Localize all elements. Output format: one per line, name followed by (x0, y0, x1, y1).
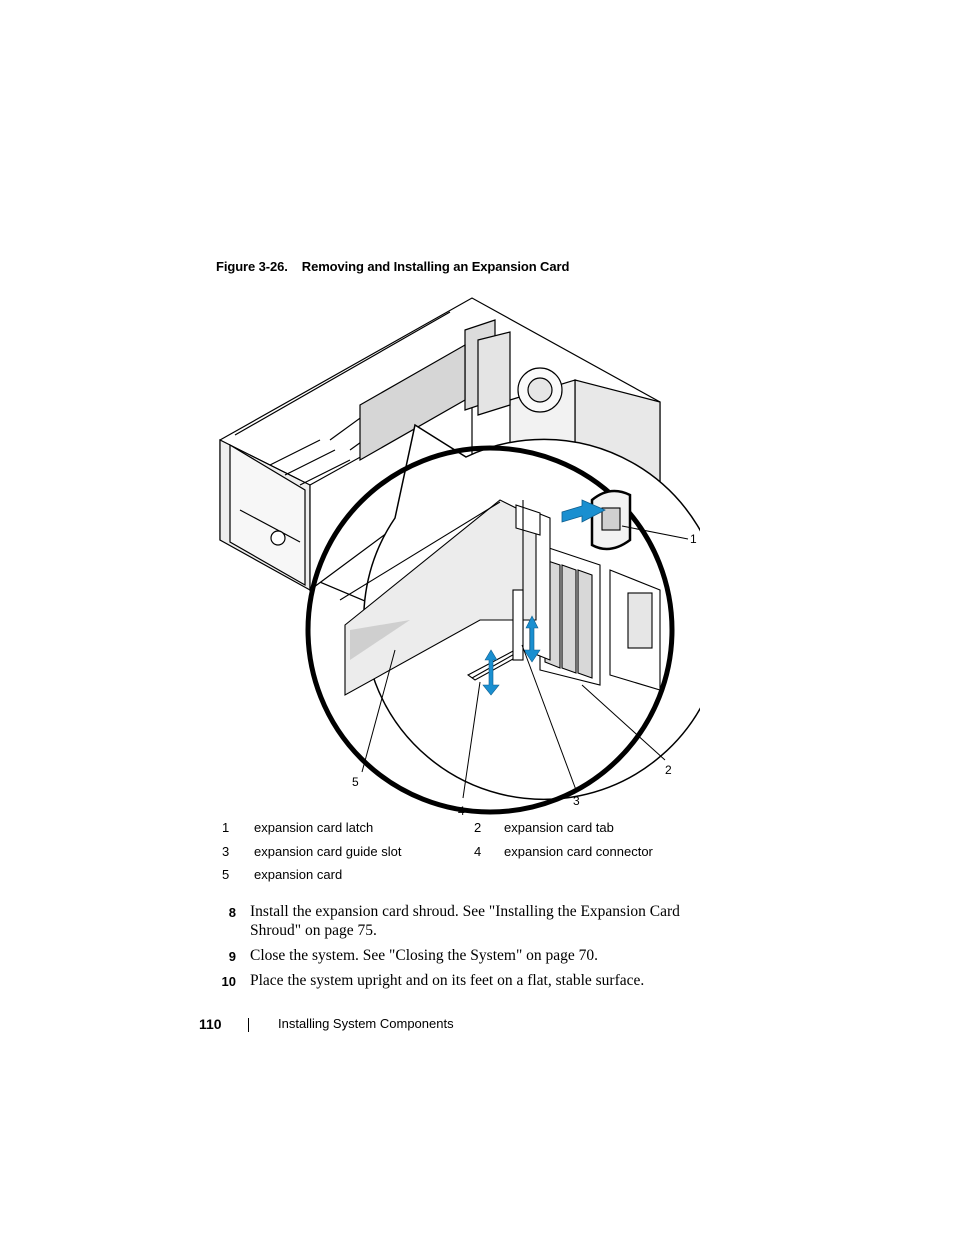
step-number: 9 (228, 949, 236, 964)
procedure-steps: 8 Install the expansion card shroud. See… (218, 902, 698, 996)
legend-label: expansion card (254, 867, 343, 882)
legend-number: 5 (222, 867, 230, 882)
step-text: Place the system upright and on its feet… (250, 972, 645, 989)
legend-number: 3 (222, 844, 230, 859)
callout-4: 4 (458, 804, 465, 818)
callout-5: 5 (352, 775, 359, 789)
legend-number: 2 (474, 820, 482, 835)
legend-label: expansion card latch (254, 820, 374, 835)
step-text: Close the system. See "Closing the Syste… (250, 947, 599, 964)
callout-3: 3 (573, 794, 580, 808)
motion-arrows (482, 499, 606, 696)
legend-label: expansion card tab (504, 820, 614, 835)
step-item: 8 Install the expansion card shroud. See… (218, 902, 698, 940)
figure-title: Removing and Installing an Expansion Car… (301, 259, 570, 274)
footer-divider (248, 1018, 249, 1032)
magnified-components (339, 489, 661, 696)
section-title: Installing System Components (278, 1016, 454, 1031)
step-number: 8 (228, 905, 236, 920)
legend-label: expansion card guide slot (254, 844, 402, 859)
expansion-card-illustration: 1 2 3 4 5 (219, 297, 700, 818)
step-item: 9 Close the system. See "Closing the Sys… (218, 946, 698, 965)
step-number: 10 (221, 974, 236, 989)
callout-leaders (361, 525, 689, 799)
step-text: Install the expansion card shroud. See "… (250, 903, 680, 939)
legend-number: 1 (222, 820, 230, 835)
figure-caption: Figure 3-26. Removing and Installing an E… (216, 259, 569, 274)
legend-number: 4 (474, 844, 482, 859)
page-number: 110 (199, 1016, 222, 1032)
callout-labels: 1 2 3 4 5 (352, 532, 697, 818)
callout-2: 2 (665, 763, 672, 777)
step-item: 10 Place the system upright and on its f… (218, 971, 698, 990)
legend-label: expansion card connector (504, 844, 653, 859)
page-footer: 110 Installing System Components (199, 1016, 454, 1032)
callout-1: 1 (690, 532, 697, 546)
figure-number: Figure 3-26. (216, 259, 288, 274)
